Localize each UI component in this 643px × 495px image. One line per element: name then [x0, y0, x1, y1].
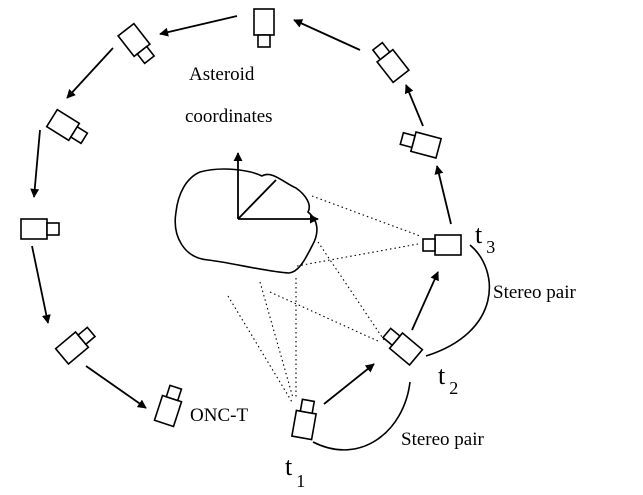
sight-line — [317, 241, 385, 341]
camera-icon — [20, 218, 60, 240]
trajectory-arrow — [159, 15, 238, 37]
camera-icon — [371, 41, 411, 84]
t3-subscript: 3 — [486, 237, 495, 257]
camera-icon — [399, 130, 443, 160]
stereo-pair-bracket-lower — [312, 381, 411, 451]
camera-icon — [116, 22, 156, 65]
t2-base: t — [438, 361, 446, 390]
camera-icon — [290, 398, 318, 441]
trajectory-arrow — [66, 47, 114, 99]
trajectory-arrow — [411, 271, 439, 331]
t2-subscript: 2 — [449, 378, 458, 398]
camera-icon — [45, 108, 89, 145]
sight-line — [227, 295, 293, 403]
trajectory-arrow — [293, 19, 361, 51]
asteroid-coordinate-axes — [233, 152, 319, 224]
t1-subscript: 1 — [296, 471, 305, 491]
camera-icon — [381, 327, 424, 367]
asteroid-label-line2: coordinates — [185, 106, 273, 127]
trajectory-arrow — [31, 245, 51, 324]
camera-icon — [153, 384, 183, 428]
trajectory-arrow — [404, 84, 424, 127]
camera-icon — [422, 234, 462, 256]
stereo-pair-label-upper: Stereo pair — [493, 282, 577, 303]
lines-of-sight — [227, 195, 421, 403]
asteroid-shape — [174, 168, 318, 274]
t3-base: t — [475, 220, 483, 249]
trajectory-arrow — [85, 365, 147, 409]
sight-line — [311, 195, 421, 237]
sight-line — [259, 281, 294, 399]
sight-line — [296, 243, 419, 267]
onc-t-label: ONC-T — [190, 405, 248, 426]
trajectory-arrows — [30, 15, 452, 409]
trajectory-arrow — [434, 165, 452, 225]
t1-base: t — [285, 452, 293, 481]
camera-icon — [253, 8, 275, 48]
stereo-pair-bracket-upper — [425, 244, 491, 357]
camera-icon — [54, 326, 97, 366]
diagonal-axis-line — [237, 179, 277, 220]
trajectory-arrow — [323, 363, 375, 405]
stereo-pair-label-lower: Stereo pair — [401, 429, 485, 450]
asteroid-label-line1: Asteroid — [189, 64, 255, 85]
trajectory-arrow — [30, 129, 41, 198]
sight-line — [269, 291, 381, 343]
